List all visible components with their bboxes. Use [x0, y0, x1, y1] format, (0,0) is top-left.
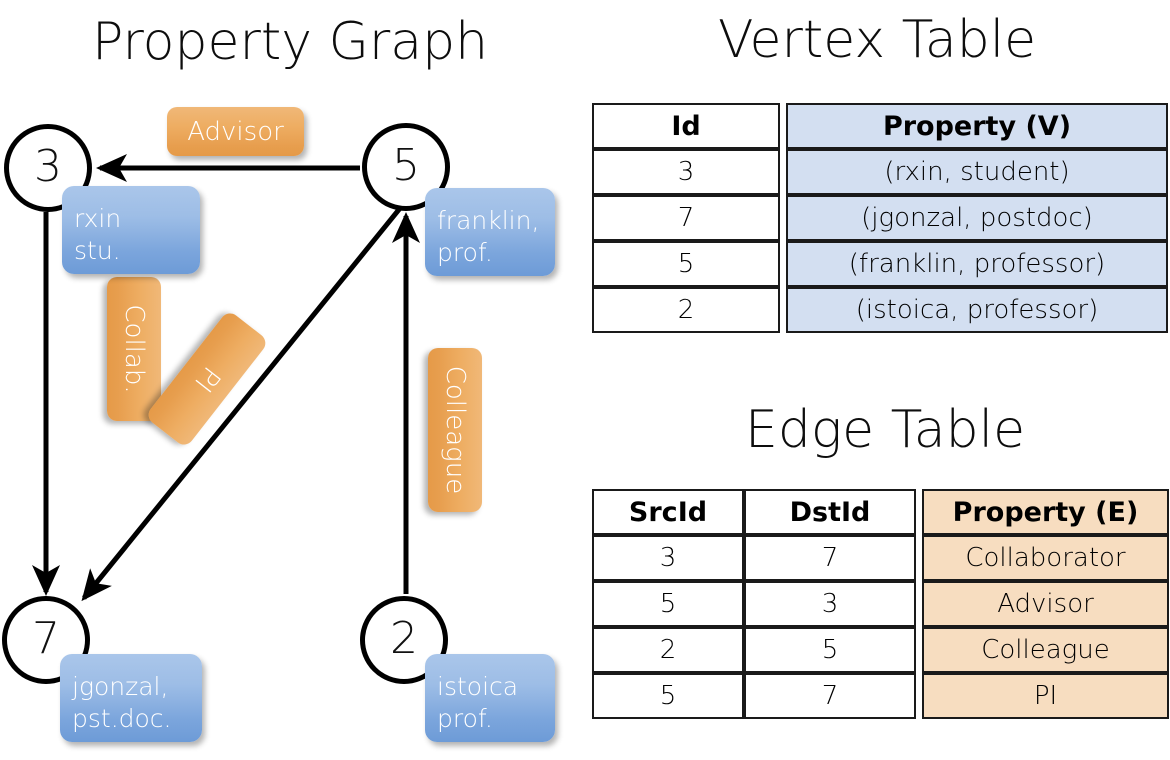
node-property-box-5: franklin, prof. — [425, 188, 555, 276]
column-gap — [780, 195, 786, 241]
table-row: 5 3 Advisor — [592, 581, 1169, 627]
vertex-cell-property: (istoica, professor) — [786, 287, 1168, 333]
node-property-line: jgonzal, — [72, 671, 169, 701]
edge-cell-srcid: 2 — [592, 627, 744, 673]
node-property-line: pst.doc. — [72, 703, 172, 733]
graph-node-5-label: 5 — [392, 140, 420, 191]
node-property-box-3: rxin stu. — [62, 186, 200, 274]
edge-cell-dstid: 7 — [744, 673, 916, 719]
node-property-box-7: jgonzal, pst.doc. — [60, 654, 202, 742]
graph-node-2-label: 2 — [390, 613, 418, 664]
table-header-row: SrcId DstId Property (E) — [592, 489, 1169, 535]
edge-cell-srcid: 5 — [592, 581, 744, 627]
table-row: 5 7 PI — [592, 673, 1169, 719]
edge-cell-property: Collaborator — [922, 535, 1169, 581]
column-gap — [780, 241, 786, 287]
edge-label-collaborator: Collab. — [107, 277, 161, 421]
edge-cell-srcid: 5 — [592, 673, 744, 719]
graph-node-5: 5 — [362, 123, 450, 211]
node-property-line: stu. — [74, 235, 121, 265]
table-row: 2 (istoica, professor) — [592, 287, 1168, 333]
edge-cell-srcid: 3 — [592, 535, 744, 581]
vertex-cell-id: 2 — [592, 287, 780, 333]
table-row: 5 (franklin, professor) — [592, 241, 1168, 287]
node-property-line: istoica — [437, 671, 519, 701]
page-title-edge-table: Edge Table — [745, 400, 1026, 460]
vertex-cell-id: 3 — [592, 149, 780, 195]
edge-cell-dstid: 5 — [744, 627, 916, 673]
vertex-cell-property: (jgonzal, postdoc) — [786, 195, 1168, 241]
table-header-row: Id Property (V) — [592, 103, 1168, 149]
column-gap — [780, 149, 786, 195]
edge-cell-property: PI — [922, 673, 1169, 719]
edge-cell-dstid: 3 — [744, 581, 916, 627]
node-property-line: prof. — [437, 703, 493, 733]
edge-5-to-7 — [81, 205, 403, 602]
edge-cell-dstid: 7 — [744, 535, 916, 581]
graph-node-2: 2 — [360, 596, 448, 684]
vertex-table-header-property: Property (V) — [786, 103, 1168, 149]
node-property-line: franklin, — [437, 205, 540, 235]
edge-cell-property: Advisor — [922, 581, 1169, 627]
vertex-table: Id Property (V) 3 (rxin, student) 7 (jgo… — [592, 103, 1168, 333]
node-property-line: prof. — [437, 237, 493, 267]
graph-node-3-label: 3 — [34, 141, 62, 192]
graph-edge-lines — [31, 153, 421, 602]
vertex-cell-property: (franklin, professor) — [786, 241, 1168, 287]
edge-table: SrcId DstId Property (E) 3 7 Collaborato… — [592, 489, 1169, 719]
table-row: 7 (jgonzal, postdoc) — [592, 195, 1168, 241]
column-gap — [780, 103, 786, 149]
column-gap — [916, 581, 922, 627]
column-gap — [780, 287, 786, 333]
table-row: 3 7 Collaborator — [592, 535, 1169, 581]
edge-table-header-property: Property (E) — [922, 489, 1169, 535]
edge-table-header-srcid: SrcId — [592, 489, 744, 535]
property-graph-diagram: Advisor Collab. PI Colleague 3 5 7 2 rxi… — [2, 107, 555, 742]
node-property-box-2: istoica prof. — [425, 654, 555, 742]
node-property-line: rxin — [74, 203, 122, 233]
table-row: 2 5 Colleague — [592, 627, 1169, 673]
table-row: 3 (rxin, student) — [592, 149, 1168, 195]
column-gap — [916, 627, 922, 673]
column-gap — [916, 673, 922, 719]
graph-node-7-label: 7 — [32, 613, 60, 664]
page-title-vertex-table: Vertex Table — [718, 10, 1037, 70]
edge-label-colleague: Colleague — [428, 348, 482, 512]
vertex-cell-id: 5 — [592, 241, 780, 287]
edge-label-advisor: Advisor — [167, 107, 304, 156]
edge-cell-property: Colleague — [922, 627, 1169, 673]
vertex-cell-id: 7 — [592, 195, 780, 241]
page-title-property-graph: Property Graph — [92, 12, 489, 72]
column-gap — [916, 489, 922, 535]
column-gap — [916, 535, 922, 581]
vertex-cell-property: (rxin, student) — [786, 149, 1168, 195]
edge-table-header-dstid: DstId — [744, 489, 916, 535]
vertex-table-header-id: Id — [592, 103, 780, 149]
